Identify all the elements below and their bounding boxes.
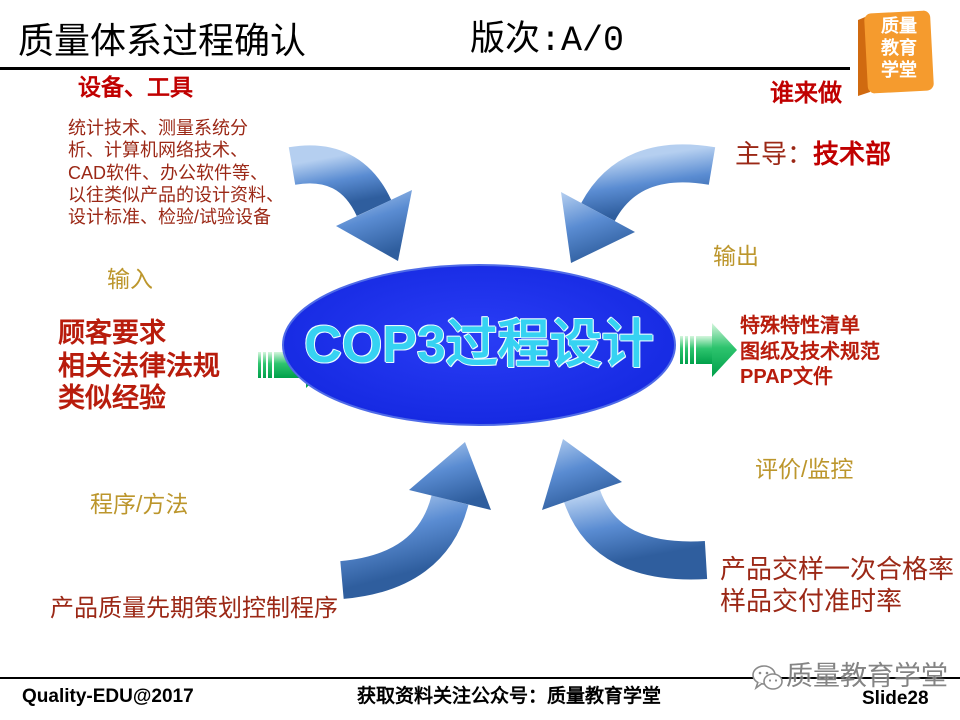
- arrow-method-shaft: [339, 494, 469, 599]
- resources-list: 统计技术、测量系统分 析、计算机网络技术、 CAD软件、办公软件等、 以往类似产…: [68, 117, 284, 228]
- arrow-output-stripe: [690, 336, 694, 364]
- footer-notice: 获取资料关注公众号：质量教育学堂: [357, 686, 662, 707]
- measure-label: 评价/监控: [755, 456, 854, 482]
- footer-divider: [0, 677, 960, 679]
- watermark-text: 质量教育学堂: [786, 661, 948, 691]
- arrow-who: [561, 144, 716, 263]
- logo-line: 教育: [881, 38, 917, 58]
- method-label: 程序/方法: [90, 491, 189, 517]
- who-lead: 主导：技术部: [735, 139, 891, 169]
- output-item: 特殊特性清单: [740, 315, 860, 337]
- process-name: COP3过程设计: [304, 316, 654, 374]
- measure-item: 产品交样一次合格率: [720, 554, 955, 584]
- resources-line: 析、计算机网络技术、: [68, 140, 248, 161]
- output-label: 输出: [713, 243, 759, 269]
- resources-line: 以往类似产品的设计资料、: [68, 184, 284, 205]
- input-item: 顾客要求: [58, 318, 166, 348]
- slide-number: Slide28: [862, 688, 929, 709]
- arrow-output-shaft: [696, 336, 712, 364]
- arrow-method-head: [409, 442, 491, 510]
- arrow-resources-shaft: [288, 145, 392, 217]
- arrow-measure-head: [542, 439, 622, 510]
- who-lead-value: 技术部: [813, 139, 892, 169]
- input-item: 相关法律法规: [58, 350, 220, 381]
- arrow-method: [339, 442, 491, 599]
- arrow-resources: [288, 145, 412, 261]
- arrow-who-shaft: [581, 144, 716, 222]
- arrow-input-stripe: [268, 352, 272, 378]
- arrow-input-stripe: [258, 352, 261, 378]
- header-divider: [0, 67, 850, 70]
- resources-line: 设计标准、检验/试验设备: [68, 207, 271, 228]
- logo-badge: [864, 10, 934, 94]
- resources-line: 统计技术、测量系统分: [68, 118, 248, 138]
- brand-logo: [858, 10, 934, 96]
- input-label: 输入: [107, 266, 153, 292]
- version-label: 版次:A/0: [470, 21, 625, 61]
- arrow-resources-head: [336, 190, 412, 261]
- logo-line: 质量: [881, 16, 917, 36]
- slide-title: 质量体系过程确认: [18, 20, 307, 61]
- resources-heading: 设备、工具: [78, 74, 193, 100]
- resources-line: CAD软件、办公软件等、: [68, 162, 269, 183]
- method-value: 产品质量先期策划控制程序: [50, 595, 338, 622]
- measure-item: 样品交付准时率: [720, 586, 903, 616]
- who-lead-label: 主导：: [735, 139, 814, 169]
- arrow-who-head: [561, 192, 635, 263]
- arrow-output-stripe: [680, 336, 683, 364]
- logo-text: 质量 教育 学堂: [868, 15, 930, 81]
- wechat-icon: [752, 665, 783, 691]
- input-item: 类似经验: [58, 383, 166, 413]
- arrow-output-stripe: [685, 336, 688, 364]
- output-list: 特殊特性清单 图纸及技术规范 PPAP文件: [740, 314, 880, 391]
- arrow-output-head: [712, 323, 737, 377]
- measure-list: 产品交样一次合格率 样品交付准时率: [720, 553, 954, 617]
- who-heading: 谁来做: [770, 80, 842, 107]
- output-item: PPAP文件: [740, 366, 833, 388]
- input-list: 顾客要求 相关法律法规 类似经验: [58, 317, 220, 415]
- arrow-measure: [542, 439, 708, 580]
- process-ellipse: [282, 264, 676, 426]
- output-item: 图纸及技术规范: [740, 340, 880, 363]
- footer-copyright: Quality-EDU@2017: [22, 686, 194, 707]
- logo-line: 学堂: [881, 60, 917, 80]
- arrow-measure-shaft: [564, 489, 708, 580]
- arrow-output: [680, 323, 737, 377]
- arrow-input-stripe: [263, 352, 266, 378]
